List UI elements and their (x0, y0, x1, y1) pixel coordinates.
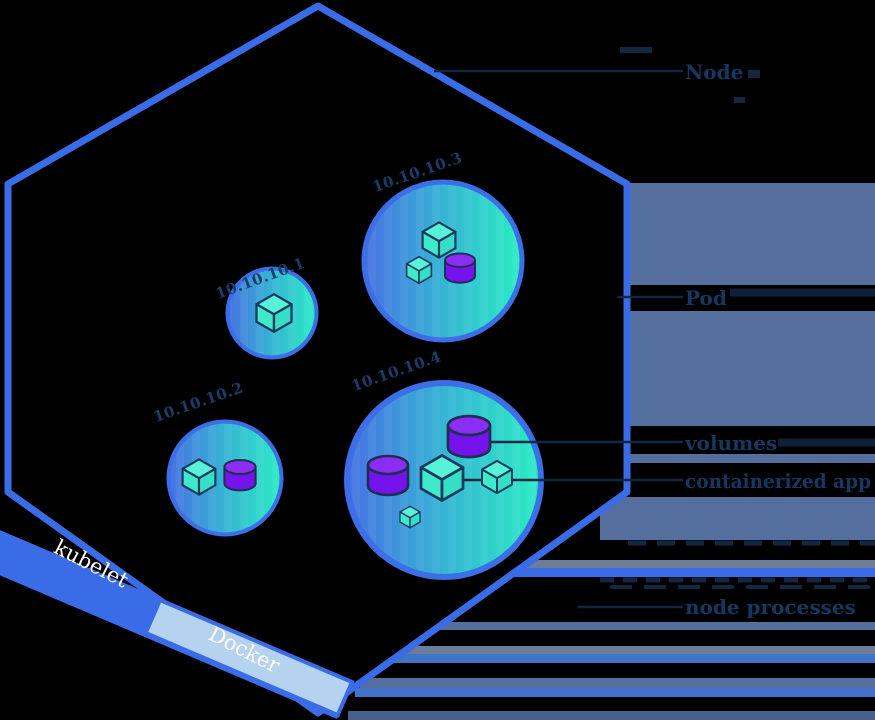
callout-labels: Node Pod volumes containerized app node … (684, 60, 871, 619)
volume-cylinder-icon (446, 414, 492, 459)
containerized-app-label: containerized app (685, 469, 871, 493)
volume-cylinder-icon (223, 458, 257, 492)
text-line-artifact (778, 438, 875, 447)
volumes-label: volumes (684, 431, 777, 455)
node-label: Node (685, 60, 743, 84)
text-line-artifact (730, 288, 875, 297)
node-processes-label: node processes (685, 595, 856, 619)
pod-label: Pod (685, 286, 727, 310)
volume-cylinder-icon (366, 454, 410, 497)
docker-band (143, 597, 355, 718)
volume-cylinder-icon (444, 252, 476, 284)
